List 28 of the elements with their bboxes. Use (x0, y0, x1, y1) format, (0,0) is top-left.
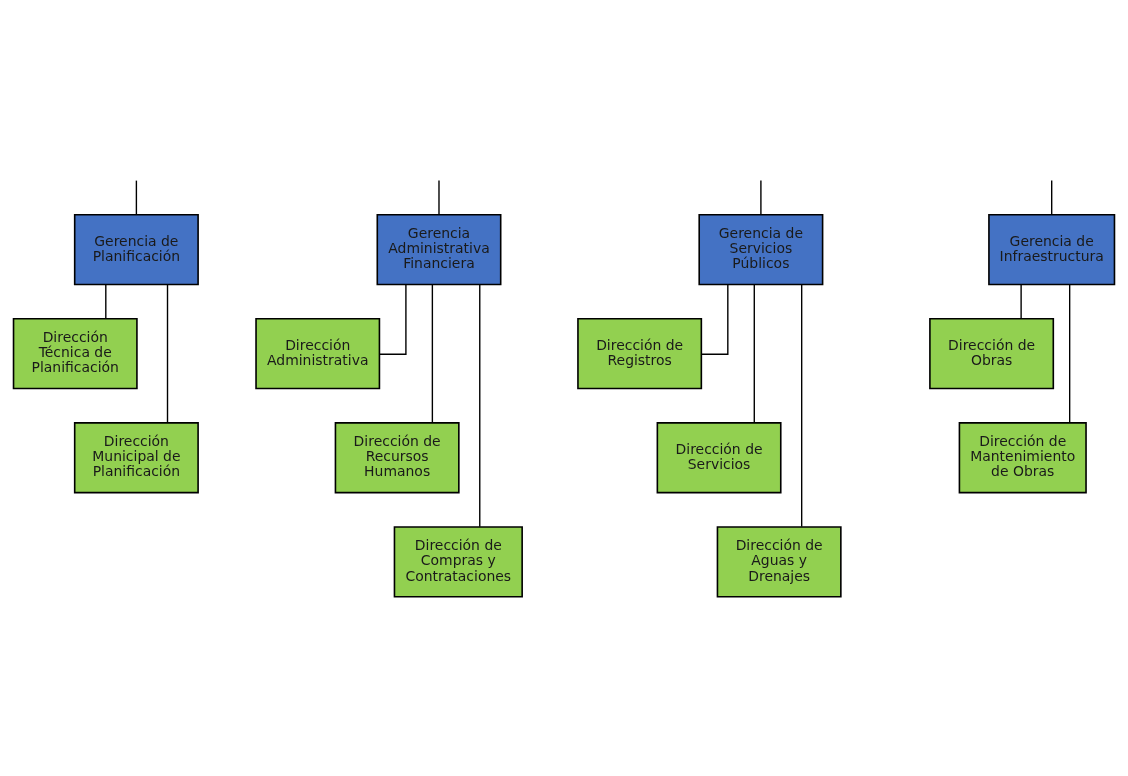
node-box: Dirección de Recursos Humanos (334, 422, 460, 494)
connector (1051, 179, 1053, 216)
node-box: Dirección de Obras (929, 318, 1055, 390)
connector (105, 283, 107, 320)
node-box: Dirección Municipal de Planificación (73, 422, 199, 494)
node-box: Gerencia de Infraestructura (988, 213, 1116, 286)
node-box: Dirección de Servicios (656, 422, 782, 494)
node-box: Dirección de Aguas y Drenajes (716, 526, 842, 598)
node-box: Dirección de Registros (577, 318, 703, 390)
node-box: Dirección Administrativa (255, 318, 381, 390)
connector (753, 284, 755, 424)
node-box: Gerencia de Servicios Públicos (698, 213, 824, 286)
connector (1068, 284, 1071, 424)
connector (378, 284, 407, 355)
node-box: Gerencia Administrativa Financiera (376, 213, 502, 286)
connector (700, 284, 729, 355)
connector (431, 284, 434, 424)
node-box: Dirección de Mantenimiento de Obras (958, 422, 1087, 494)
connector (479, 283, 481, 528)
node-box: Dirección Técnica de Planificación (12, 318, 138, 390)
connector (135, 179, 138, 216)
connector (438, 179, 440, 216)
node-box: Gerencia de Planificación (73, 213, 199, 286)
connector (166, 284, 169, 424)
connector (1020, 283, 1022, 320)
connector (760, 179, 762, 216)
connector (801, 283, 803, 528)
node-box: Dirección de Compras y Contrataciones (393, 526, 523, 598)
